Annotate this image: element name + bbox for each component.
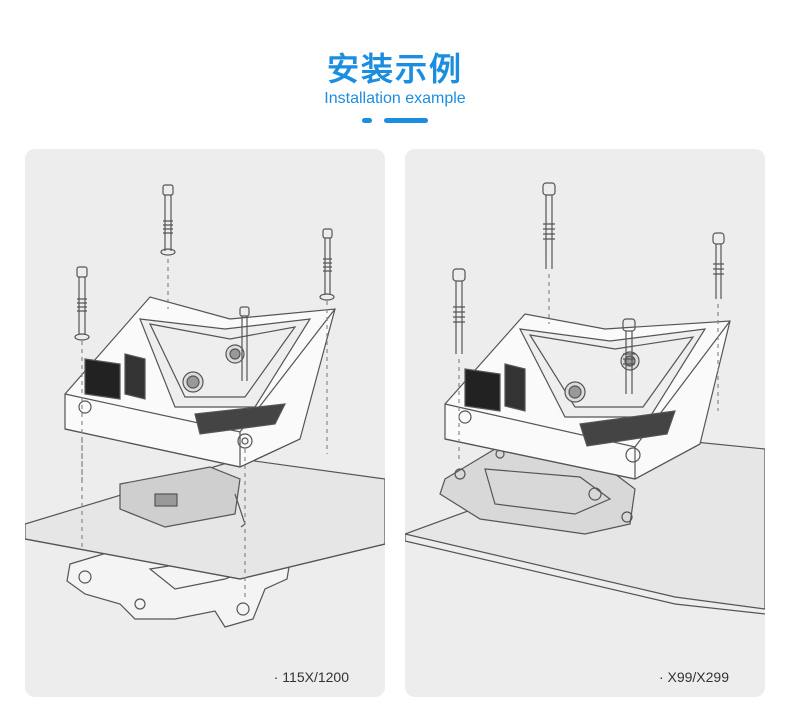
- screw-b: [712, 232, 725, 299]
- screw-c: [74, 266, 90, 341]
- screw-d: [622, 318, 636, 394]
- accent-bar: [384, 118, 428, 123]
- screw-c: [452, 268, 466, 354]
- caption-x99: · X99/X299: [658, 669, 729, 685]
- screw-d: [239, 306, 250, 381]
- cpu-socket: [119, 466, 241, 528]
- screw-a: [160, 184, 176, 256]
- caption-115x: · 115X/1200: [273, 669, 349, 685]
- accent-dot: [362, 118, 372, 123]
- page-title: 安装示例: [326, 50, 463, 88]
- illustration-x99: [405, 182, 765, 615]
- header: 安装示例 Installation example: [0, 0, 790, 140]
- screw-a: [542, 182, 556, 269]
- installation-panel-x99: · X99/X299: [405, 149, 765, 697]
- page-subtitle: Installation example: [324, 90, 466, 107]
- screw-b: [319, 228, 335, 301]
- illustration-115x: [25, 184, 385, 628]
- installation-panel-115x: · 115X/1200: [25, 149, 385, 697]
